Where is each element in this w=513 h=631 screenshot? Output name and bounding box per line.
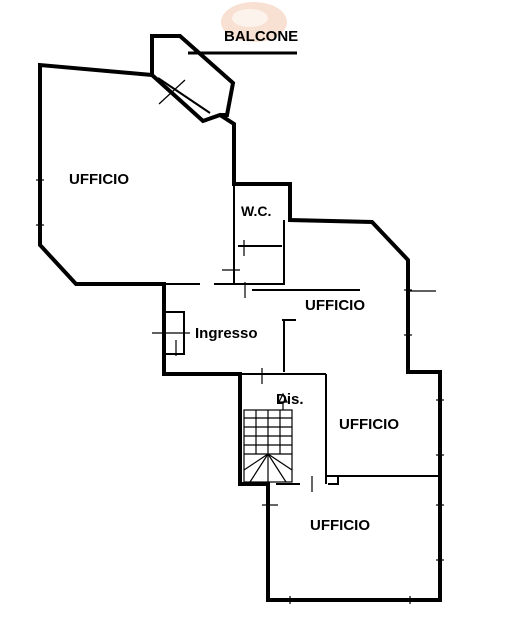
interior-walls	[152, 184, 440, 506]
outer-walls	[38, 34, 442, 602]
windows	[36, 79, 444, 604]
balcone-label: BALCONE	[224, 28, 298, 45]
room-label-ufficio-1: UFFICIO	[69, 171, 129, 188]
room-label-ufficio-3: UFFICIO	[339, 416, 399, 433]
balcone-area: BALCONE	[188, 2, 298, 55]
room-label-ufficio-2: UFFICIO	[305, 297, 365, 314]
staircase	[243, 392, 293, 483]
room-label-dis: Dis.	[276, 391, 304, 408]
room-label-ufficio-4: UFFICIO	[310, 517, 370, 534]
room-label-ingresso: Ingresso	[195, 325, 258, 342]
room-label-wc: W.C.	[241, 203, 271, 219]
